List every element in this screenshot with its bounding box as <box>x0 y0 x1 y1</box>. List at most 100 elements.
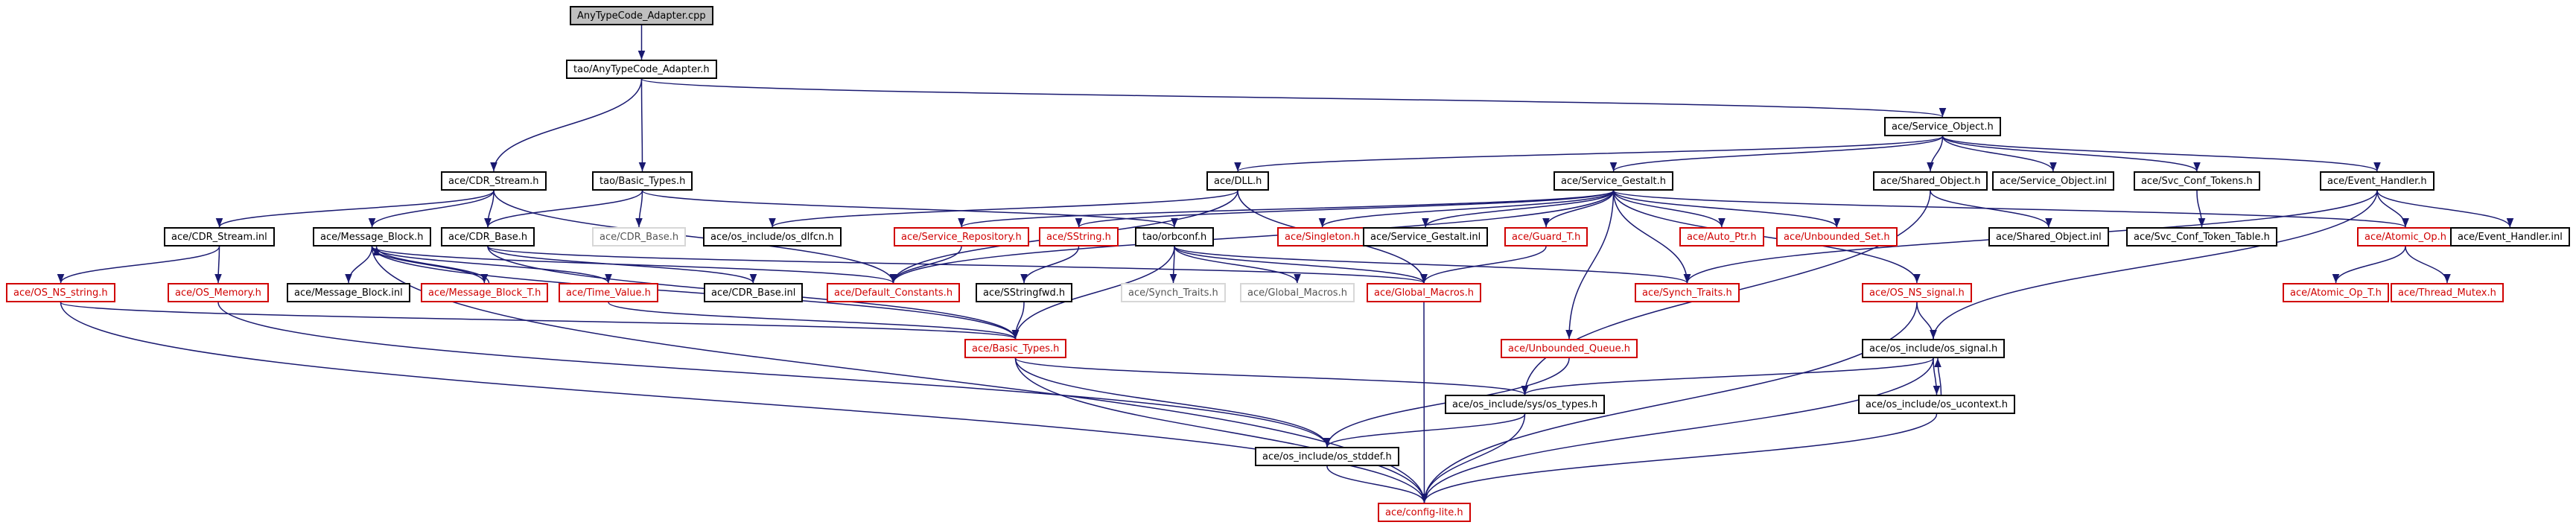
node-ace-global-macros-h[interactable]: ace/Global_Macros.h <box>1367 283 1481 302</box>
edge-service_object_h-to-svc_conf_tokens <box>1941 136 2201 172</box>
node-anytypecode-adapter-cpp: AnyTypeCode_Adapter.cpp <box>570 6 713 25</box>
edge-tao_basic_types-to-cdr_base_h <box>484 190 643 228</box>
edge-service_object_h-to-shared_object_h <box>1927 136 1944 172</box>
edge-message_block_h-to-time_value <box>371 246 612 284</box>
node-ace-event-handler-inl[interactable]: ace/Event_Handler.inl <box>2450 227 2570 246</box>
edge-service_gestalt_h-to-singleton <box>1318 190 1615 228</box>
node-ace-service-gestalt-h[interactable]: ace/Service_Gestalt.h <box>1553 171 1674 191</box>
node-ace-cdr-stream-h[interactable]: ace/CDR_Stream.h <box>441 171 547 191</box>
node-ace-os-include-sys-os-types-h[interactable]: ace/os_include/sys/os_types.h <box>1445 395 1606 414</box>
node-ace-message-block-t-h[interactable]: ace/Message_Block_T.h <box>421 283 549 302</box>
node-ace-cdr-base-inl[interactable]: ace/CDR_Base.inl <box>704 283 804 302</box>
edge-service_gestalt_h-to-os_ns_signal <box>1612 190 1921 284</box>
node-ace-service-gestalt-inl[interactable]: ace/Service_Gestalt.inl <box>1363 227 1489 246</box>
edge-tao_atca-to-service_object_h <box>640 78 1946 118</box>
edge-basic_types-to-config_lite <box>1014 357 1428 503</box>
edge-message_block_t-to-message_block_h <box>372 246 490 284</box>
node-ace-sstringfwd-h[interactable]: ace/SStringfwd.h <box>976 283 1073 302</box>
node-ace-config-lite-h[interactable]: ace/config-lite.h <box>1378 503 1471 522</box>
edge-tao_basic_types-to-cdr_base_h_grey <box>635 190 643 228</box>
node-ace-os-ns-string-h[interactable]: ace/OS_NS_string.h <box>6 283 115 302</box>
edge-orbconf-to-synch_traits <box>1174 246 1691 284</box>
node-ace-os-memory-h[interactable]: ace/OS_Memory.h <box>168 283 269 302</box>
node-ace-atomic-op-h[interactable]: ace/Atomic_Op.h <box>2357 227 2454 246</box>
node-ace-os-include-os-stddef-h[interactable]: ace/os_include/os_stddef.h <box>1255 447 1399 466</box>
edge-service_gestalt_h-to-default_constants <box>889 190 1615 284</box>
edge-svc_conf_tokens-to-svc_conf_token_table <box>2196 190 2206 228</box>
node-ace-synch-traits-h-external: ace/Synch_Traits.h <box>1121 283 1226 302</box>
edge-cdr_stream_h-to-default_constants <box>493 190 897 284</box>
edge-tao_atca-to-tao_basic_types <box>638 78 646 172</box>
edge-event_handler_h-to-os_signal <box>1930 190 2378 340</box>
edge-os_stddef-to-config_lite <box>1326 465 1428 503</box>
edge-message_block_h-to-basic_types <box>371 246 1020 340</box>
edge-cdr_base_h-to-cdr_base_inl <box>487 246 757 284</box>
edge-global_macros-to-config_lite <box>1420 302 1428 503</box>
node-ace-default-constants-h[interactable]: ace/Default_Constants.h <box>827 283 961 302</box>
node-ace-message-block-inl[interactable]: ace/Message_Block.inl <box>287 283 410 302</box>
edge-orbconf-to-basic_types <box>1011 246 1175 340</box>
node-ace-message-block-h[interactable]: ace/Message_Block.h <box>313 227 431 246</box>
edge-orbconf-to-global_macros <box>1174 246 1428 284</box>
edge-os_sys_types-to-os_stddef <box>1323 413 1526 448</box>
node-ace-basic-types-h[interactable]: ace/Basic_Types.h <box>964 339 1067 358</box>
edge-service_object_h-to-dll_h <box>1234 136 1944 172</box>
node-ace-auto-ptr-h[interactable]: ace/Auto_Ptr.h <box>1679 227 1764 246</box>
edge-service_gestalt_h-to-unbounded_set <box>1612 190 1841 228</box>
node-ace-event-handler-h[interactable]: ace/Event_Handler.h <box>2320 171 2435 191</box>
edge-os_signal-to-config_lite <box>1420 357 1934 503</box>
node-ace-os-ns-signal-h[interactable]: ace/OS_NS_signal.h <box>1862 283 1972 302</box>
node-ace-unbounded-queue-h[interactable]: ace/Unbounded_Queue.h <box>1501 339 1638 358</box>
edge-os_sys_types-to-config_lite <box>1420 413 1526 503</box>
edge-shared_object_h-to-shared_object_inl <box>1930 190 2052 228</box>
edge-os_memory-to-os_stddef <box>217 302 1331 448</box>
node-ace-service-object-inl[interactable]: ace/Service_Object.inl <box>1992 171 2114 191</box>
node-ace-thread-mutex-h[interactable]: ace/Thread_Mutex.h <box>2391 283 2504 302</box>
node-ace-unbounded-set-h[interactable]: ace/Unbounded_Set.h <box>1776 227 1898 246</box>
edge-cdr_stream_inl-to-os_memory <box>214 246 222 284</box>
edge-service_object_h-to-service_gestalt_h <box>1609 136 1944 172</box>
node-ace-svc-conf-tokens-h[interactable]: ace/Svc_Conf_Tokens.h <box>2134 171 2260 191</box>
edge-sstring_h-to-sstringfwd <box>1020 246 1080 284</box>
node-ace-atomic-op-t-h[interactable]: ace/Atomic_Op_T.h <box>2283 283 2389 302</box>
node-ace-sstring-h[interactable]: ace/SString.h <box>1039 227 1119 246</box>
node-ace-dll-h[interactable]: ace/DLL.h <box>1206 171 1270 191</box>
edge-basic_types-to-os_sys_types <box>1014 357 1528 395</box>
edge-service_gestalt_h-to-synch_traits <box>1612 190 1691 284</box>
edge-service_gestalt_h-to-auto_ptr <box>1612 190 1726 228</box>
node-ace-shared-object-inl[interactable]: ace/Shared_Object.inl <box>1988 227 2109 246</box>
edge-os_ns_string-to-config_lite <box>60 302 1428 503</box>
edge-os_signal-to-os_sys_types <box>1521 357 1934 395</box>
node-ace-svc-conf-token-table-h[interactable]: ace/Svc_Conf_Token_Table.h <box>2126 227 2277 246</box>
edge-os_ns_signal-to-os_signal <box>1916 302 1937 340</box>
node-tao-anytypecode-adapter-h[interactable]: tao/AnyTypeCode_Adapter.h <box>566 60 717 79</box>
node-tao-orbconf-h[interactable]: tao/orbconf.h <box>1135 227 1215 246</box>
node-ace-os-include-os-dlfcn-h[interactable]: ace/os_include/os_dlfcn.h <box>703 227 842 246</box>
node-ace-time-value-h[interactable]: ace/Time_Value.h <box>559 283 658 302</box>
node-ace-singleton-h[interactable]: ace/Singleton.h <box>1277 227 1368 246</box>
node-ace-shared-object-h[interactable]: ace/Shared_Object.h <box>1873 171 1988 191</box>
node-ace-os-include-os-signal-h[interactable]: ace/os_include/os_signal.h <box>1862 339 2006 358</box>
node-ace-synch-traits-h[interactable]: ace/Synch_Traits.h <box>1635 283 1740 302</box>
edge-cdr_stream_h-to-message_block_h <box>368 190 494 228</box>
edge-service_gestalt_h-to-service_gestalt_inl <box>1422 190 1615 228</box>
node-ace-os-include-os-ucontext-h[interactable]: ace/os_include/os_ucontext.h <box>1858 395 2016 414</box>
node-ace-cdr-stream-inl[interactable]: ace/CDR_Stream.inl <box>164 227 275 246</box>
edge-service_gestalt_h-to-atomic_op <box>1612 190 2409 228</box>
node-ace-cdr-base-h[interactable]: ace/CDR_Base.h <box>441 227 535 246</box>
edge-service_gestalt_h-to-guard_t <box>1542 190 1615 228</box>
edge-os_ns_string-to-basic_types <box>60 302 1019 340</box>
node-ace-guard-t-h[interactable]: ace/Guard_T.h <box>1504 227 1588 246</box>
edge-tao_atca-to-cdr_stream_h <box>490 78 643 172</box>
node-ace-service-repository-h[interactable]: ace/Service_Repository.h <box>894 227 1029 246</box>
edge-atomic_op-to-thread_mutex <box>2405 246 2451 284</box>
edge-event_handler_h-to-event_handler_inl <box>2376 190 2514 228</box>
node-ace-cdr-base-h-external: ace/CDR_Base.h <box>592 227 687 246</box>
edge-os_signal-to-os_ucontext <box>1933 357 1941 395</box>
edge-service_repository-to-default_constants <box>889 246 962 284</box>
edge-orbconf-to-global_macros_grey <box>1174 246 1301 284</box>
node-tao-basic-types-h[interactable]: tao/Basic_Types.h <box>592 171 693 191</box>
edge-time_value-to-basic_types <box>608 302 1020 340</box>
edge-cdr_stream_h-to-cdr_stream_inl <box>215 190 494 228</box>
node-ace-service-object-h[interactable]: ace/Service_Object.h <box>1884 117 2001 136</box>
